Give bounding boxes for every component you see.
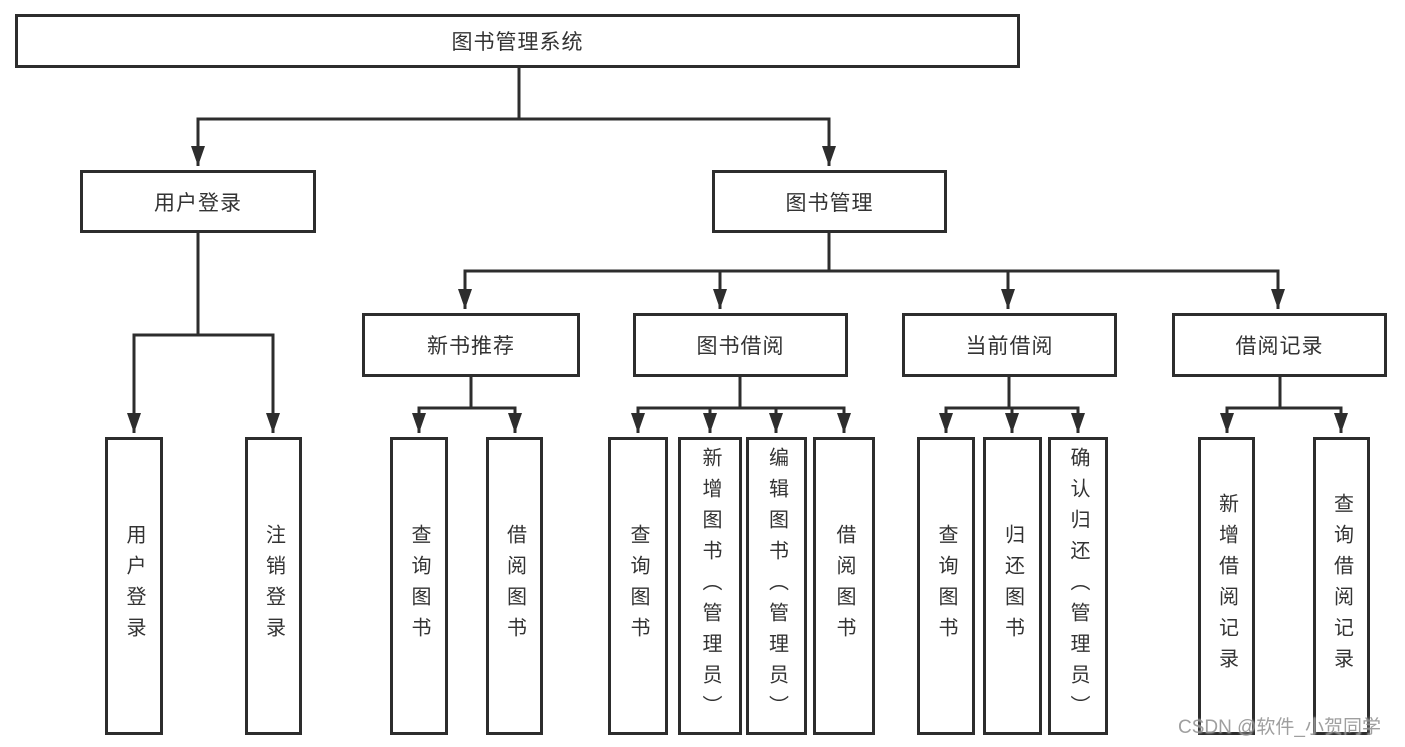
node-g3-return-books: 归还图书 bbox=[983, 437, 1042, 735]
node-label: 归还图书 bbox=[1001, 524, 1024, 648]
node-g1-borrow-books: 借阅图书 bbox=[486, 437, 543, 735]
node-g3-query-books: 查询图书 bbox=[917, 437, 975, 735]
node-label: 编辑图书（管理员） bbox=[765, 446, 788, 726]
node-label: 新书推荐 bbox=[427, 335, 515, 358]
node-g2-borrow-books: 借阅图书 bbox=[813, 437, 875, 735]
node-g3-confirm-return-admin: 确认归还（管理员） bbox=[1048, 437, 1108, 735]
node-g2-edit-books-admin: 编辑图书（管理员） bbox=[746, 437, 807, 735]
csdn-watermark: CSDN @软件_小贺同学 bbox=[1178, 717, 1381, 738]
node-label: 借阅记录 bbox=[1235, 335, 1324, 358]
node-label: 图书管理系统 bbox=[451, 31, 584, 54]
node-g4-query-borrow-record: 查询借阅记录 bbox=[1313, 437, 1370, 735]
node-label: 用户登录 bbox=[123, 524, 145, 648]
node-user-login-leaf: 用户登录 bbox=[105, 437, 163, 735]
node-current-borrowing: 当前借阅 bbox=[902, 313, 1117, 377]
node-g2-add-books-admin: 新增图书（管理员） bbox=[678, 437, 742, 735]
node-label: 图书借阅 bbox=[696, 335, 785, 358]
node-label: 查询借阅记录 bbox=[1330, 493, 1353, 679]
node-g1-query-books: 查询图书 bbox=[390, 437, 448, 735]
node-label: 新增借阅记录 bbox=[1215, 493, 1238, 679]
node-book-borrowing: 图书借阅 bbox=[633, 313, 848, 377]
node-label: 借阅图书 bbox=[833, 524, 855, 648]
node-label: 确认归还（管理员） bbox=[1067, 446, 1089, 726]
node-label: 借阅图书 bbox=[503, 524, 526, 648]
node-book-management: 图书管理 bbox=[712, 170, 947, 233]
node-label: 查询图书 bbox=[627, 524, 649, 648]
node-label: 注销登录 bbox=[262, 524, 285, 648]
node-label: 查询图书 bbox=[408, 524, 430, 648]
node-borrowing-records: 借阅记录 bbox=[1172, 313, 1387, 377]
node-label: 用户登录 bbox=[154, 191, 242, 215]
node-label: 新增图书（管理员） bbox=[699, 446, 721, 726]
node-label: 图书管理 bbox=[785, 191, 874, 215]
node-user-login: 用户登录 bbox=[80, 170, 316, 233]
node-new-book-recommendation: 新书推荐 bbox=[362, 313, 580, 377]
node-library-management-system: 图书管理系统 bbox=[15, 14, 1020, 68]
node-g2-query-books: 查询图书 bbox=[608, 437, 668, 735]
node-g4-add-borrow-record: 新增借阅记录 bbox=[1198, 437, 1255, 735]
node-label: 当前借阅 bbox=[965, 335, 1054, 358]
node-logout-leaf: 注销登录 bbox=[245, 437, 302, 735]
node-label: 查询图书 bbox=[935, 524, 957, 648]
